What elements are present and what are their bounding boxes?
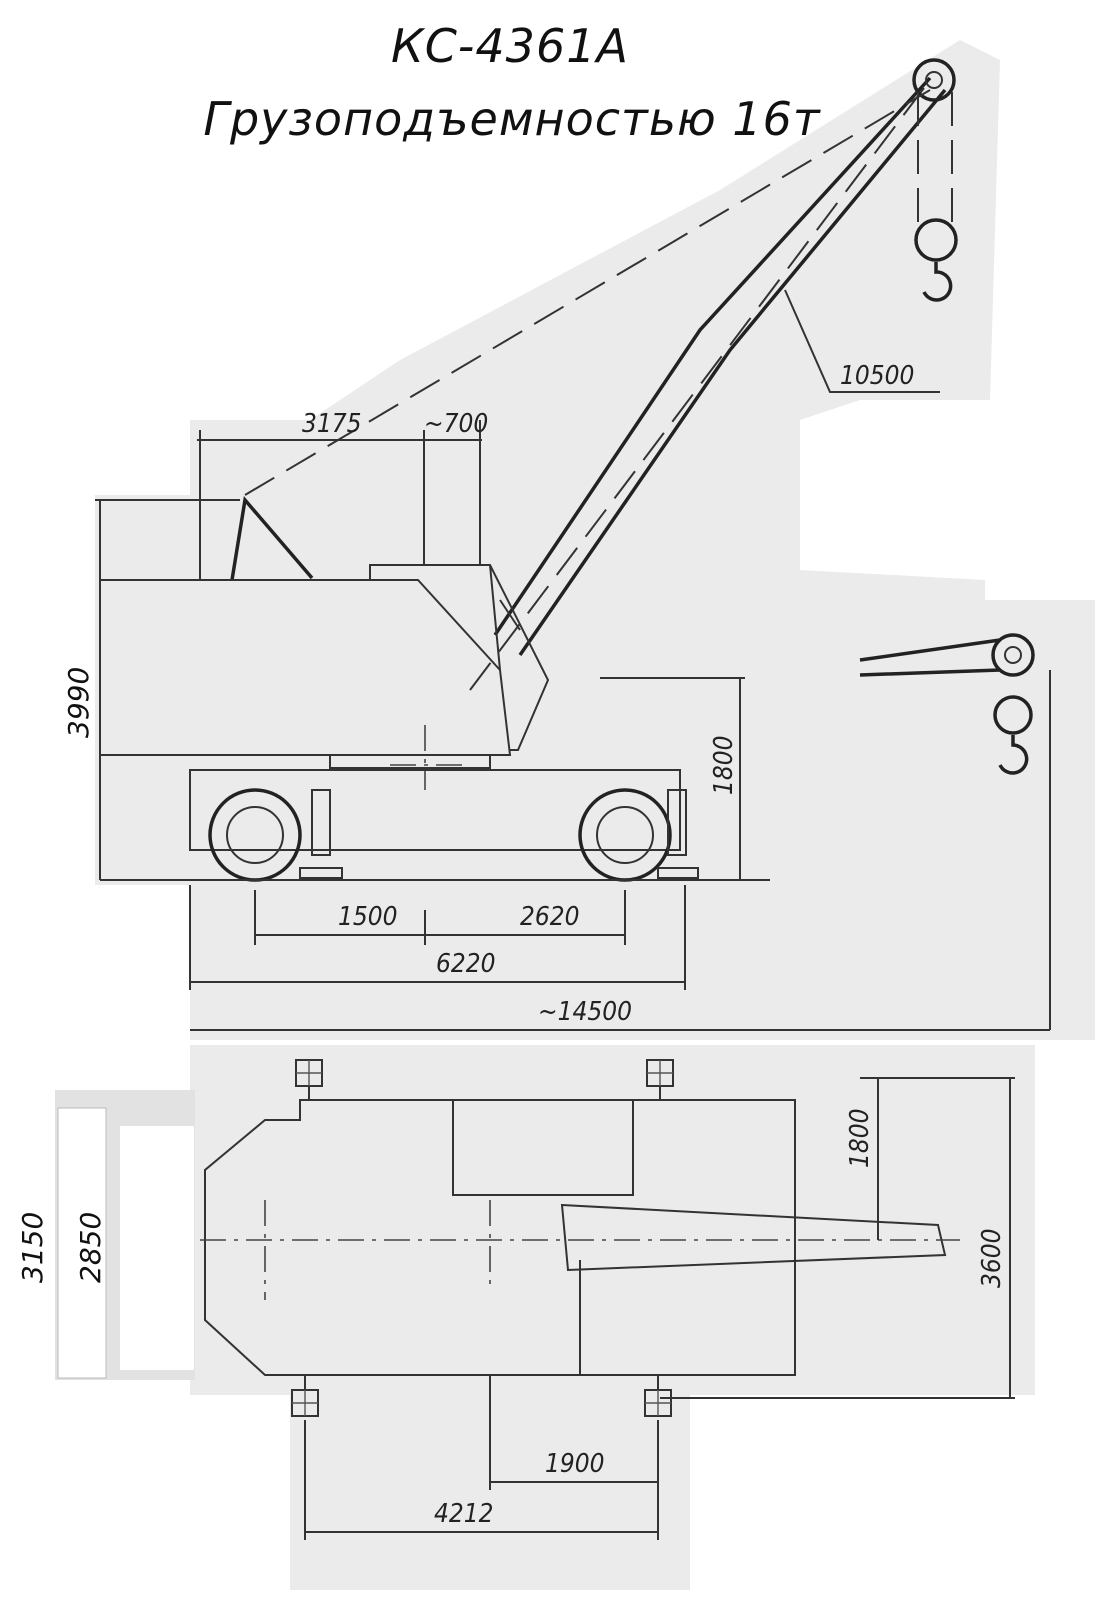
dim-cab-width: ~700 — [424, 409, 488, 439]
top-view: 1800 3600 1900 4212 3150 2850 — [16, 1059, 1015, 1540]
capacity-title: Грузоподъемностью 16т — [203, 92, 820, 146]
dim-cab-offset: 3175 — [302, 409, 362, 439]
dim-outrigger-height: 1800 — [709, 735, 739, 795]
dim-half-span: 1800 — [845, 1108, 875, 1168]
hook-position-2 — [859, 633, 1035, 775]
dim-outrigger-base-side: 6220 — [436, 949, 496, 979]
boom — [469, 76, 947, 691]
cab-top — [452, 1099, 634, 1196]
dim-front-axle: 1500 — [338, 902, 398, 932]
dim-outrigger-base-top: 4212 — [434, 1499, 494, 1529]
a-frame — [230, 496, 314, 581]
hoist-rope — [244, 89, 931, 496]
dim-offset: 1900 — [545, 1449, 605, 1479]
label-box-outer — [57, 1107, 107, 1379]
side-view: 10500 3175 ~700 — [62, 58, 1051, 1031]
outrigger-left — [299, 789, 343, 879]
dim-rear-axle: 2620 — [520, 902, 580, 932]
top-body — [204, 1099, 796, 1376]
boom-head-pulley — [912, 58, 958, 302]
dim-height: 3990 — [62, 667, 95, 738]
outrigger-pads — [291, 1059, 674, 1417]
dim-full-span: 3600 — [977, 1228, 1007, 1288]
outrigger-right — [657, 789, 699, 879]
boom-top — [560, 1203, 947, 1272]
dim-boom-length: 10500 — [840, 361, 914, 391]
dim-total-length: ~14500 — [538, 997, 632, 1027]
label-box-inner — [120, 1126, 194, 1370]
dim-width-inner: 2850 — [74, 1212, 107, 1283]
dim-width-outer: 3150 — [16, 1212, 49, 1283]
model-title: КС-4361А — [391, 19, 629, 73]
